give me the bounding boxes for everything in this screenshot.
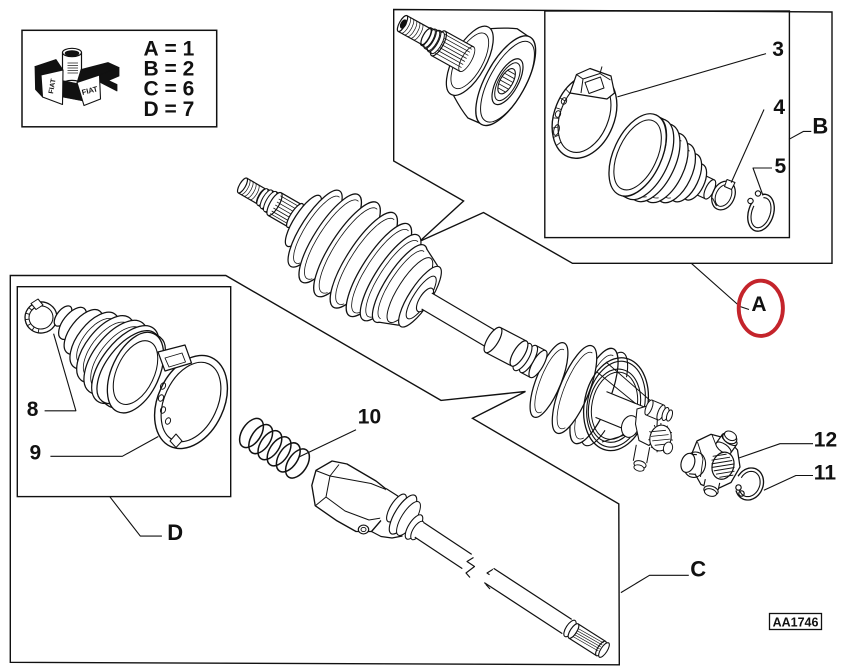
svg-text:3: 3 xyxy=(772,38,784,61)
svg-text:FIAT: FIAT xyxy=(81,84,99,97)
svg-text:D = 7: D = 7 xyxy=(144,98,195,121)
svg-text:5: 5 xyxy=(775,155,787,178)
svg-text:9: 9 xyxy=(30,441,42,464)
svg-text:A = 1: A = 1 xyxy=(144,37,195,60)
svg-text:A: A xyxy=(751,293,766,316)
svg-text:D: D xyxy=(167,520,183,545)
svg-text:B = 2: B = 2 xyxy=(144,57,195,80)
svg-text:8: 8 xyxy=(27,398,39,421)
svg-text:C = 6: C = 6 xyxy=(144,78,195,101)
svg-text:AA1746: AA1746 xyxy=(773,616,819,630)
svg-text:B: B xyxy=(812,114,828,139)
svg-text:12: 12 xyxy=(814,428,837,451)
svg-text:10: 10 xyxy=(358,406,381,429)
svg-text:11: 11 xyxy=(814,462,837,485)
svg-text:FIAT: FIAT xyxy=(48,78,58,95)
svg-text:4: 4 xyxy=(773,96,785,119)
svg-text:C: C xyxy=(690,556,706,581)
